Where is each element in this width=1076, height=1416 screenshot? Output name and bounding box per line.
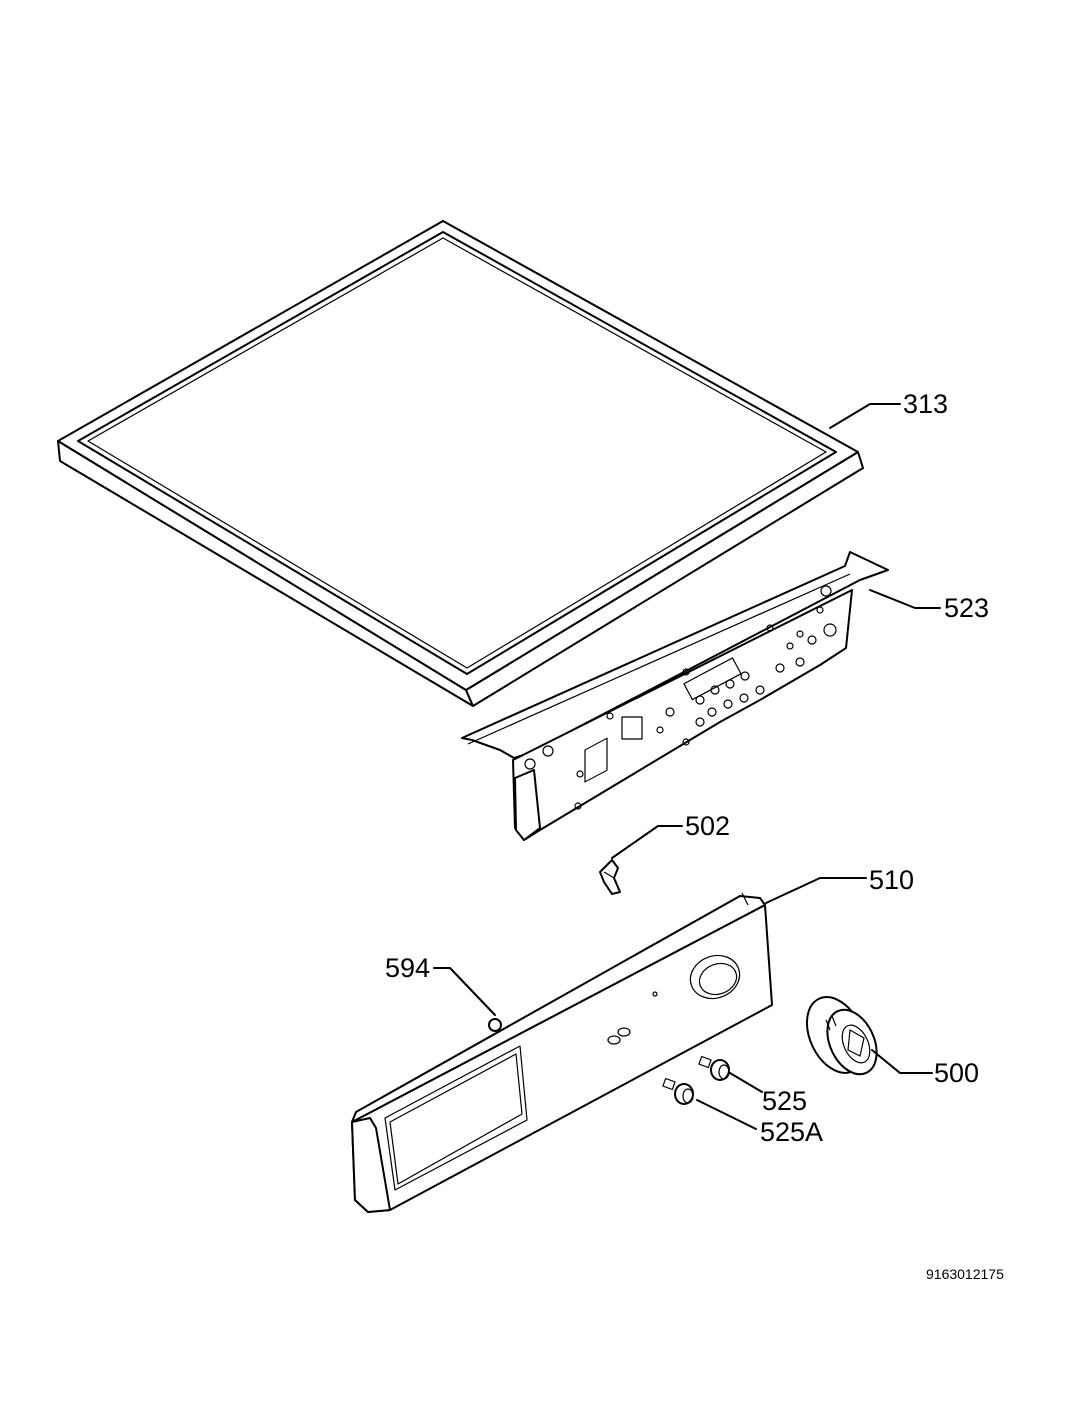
part-500-knob	[805, 996, 878, 1076]
leader-525a	[696, 1099, 757, 1130]
leader-lines	[433, 403, 941, 1130]
label-594: 594	[385, 953, 430, 983]
leader-523	[869, 589, 941, 609]
leader-500	[871, 1049, 933, 1074]
part-502-clip	[599, 859, 621, 895]
part-525a-small-knob	[662, 1077, 694, 1105]
label-523: 523	[944, 593, 989, 623]
label-313: 313	[903, 389, 948, 419]
part-594-small-cap	[488, 1018, 502, 1032]
leader-313	[829, 403, 901, 429]
leader-594	[433, 967, 496, 1016]
part-523-control-bracket	[461, 551, 889, 841]
label-525a: 525A	[760, 1117, 823, 1147]
part-labels: 313 523 502 510 594 500 525 525A	[385, 389, 989, 1147]
leader-502	[611, 825, 683, 859]
label-502: 502	[685, 811, 730, 841]
leader-525	[729, 1072, 763, 1093]
part-313-top-cover	[57, 220, 864, 707]
part-510-control-panel	[351, 892, 773, 1213]
part-525-small-knob	[698, 1055, 730, 1081]
label-525: 525	[762, 1086, 807, 1116]
leader-510	[765, 877, 867, 904]
label-500: 500	[934, 1058, 979, 1088]
document-code: 9163012175	[926, 1266, 1004, 1282]
label-510: 510	[869, 865, 914, 895]
